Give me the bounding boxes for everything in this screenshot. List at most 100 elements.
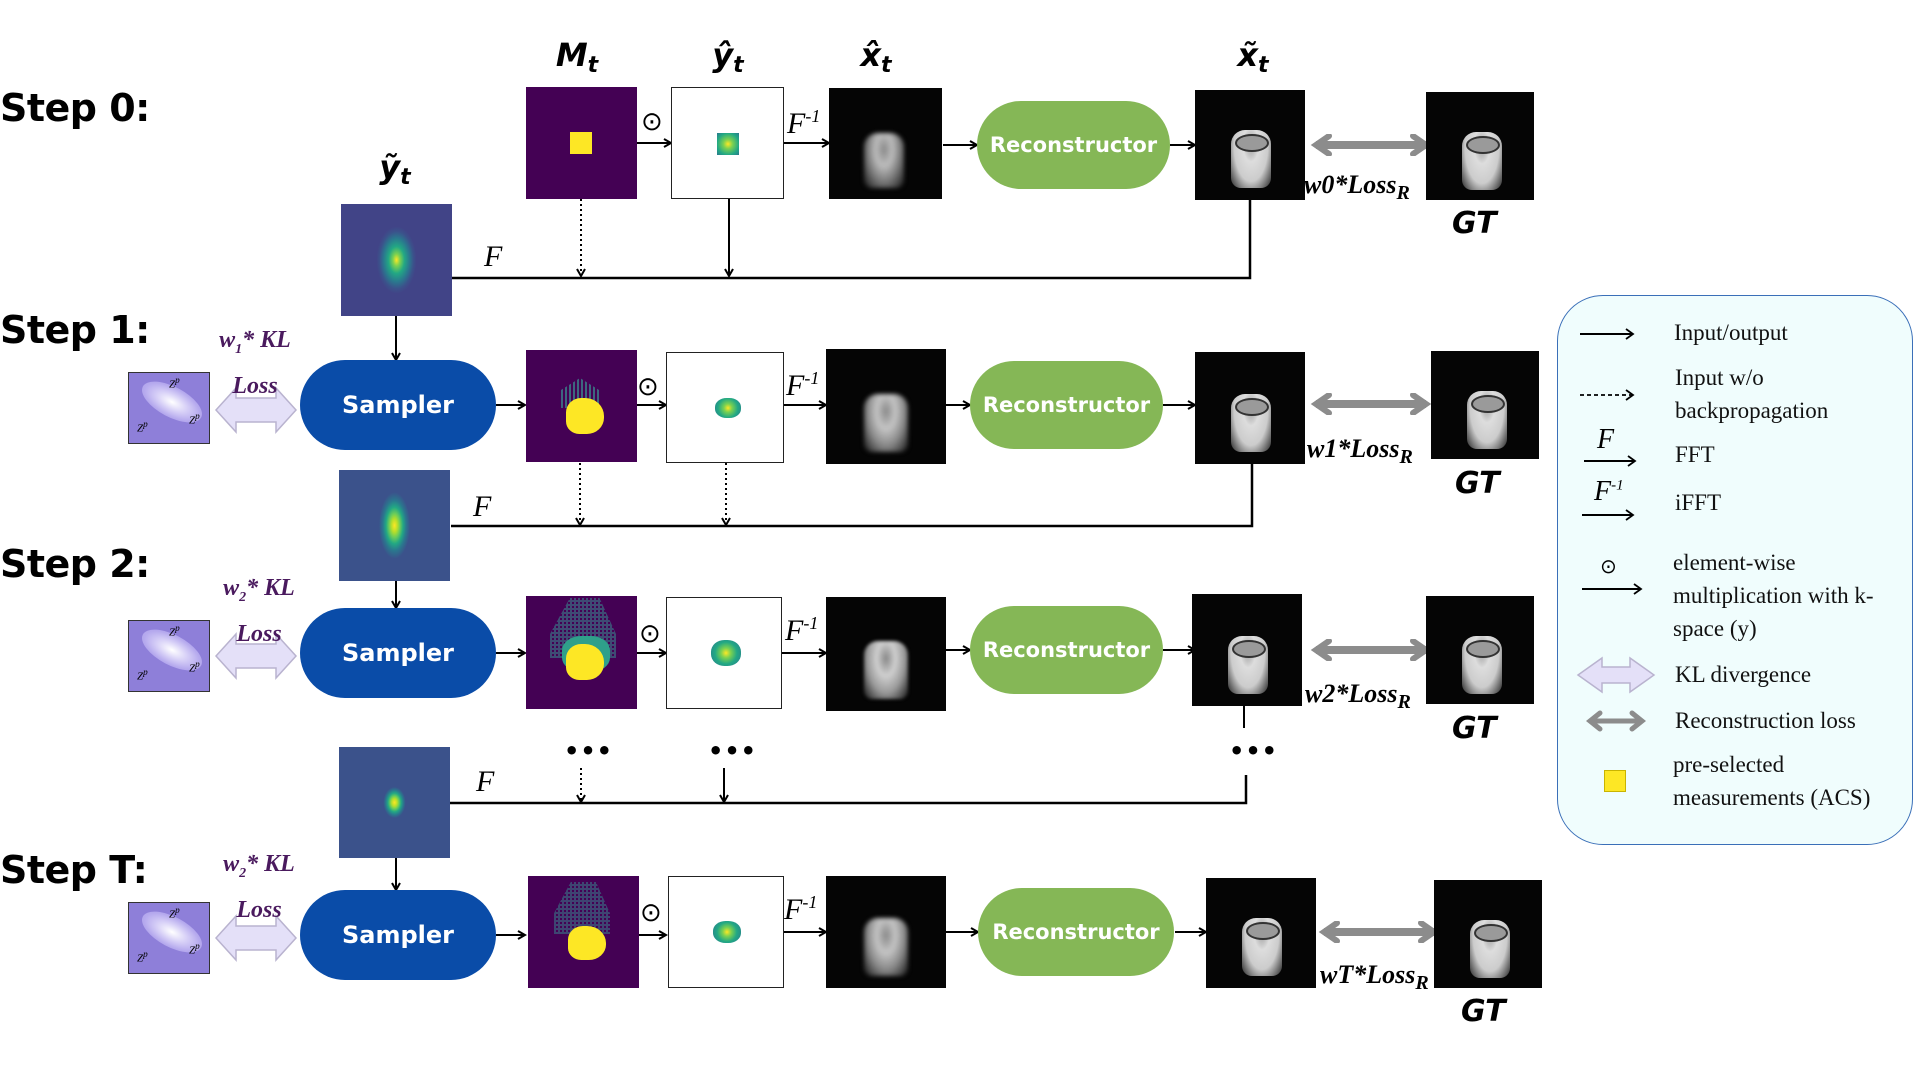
reconstructed-image-stepT (1206, 878, 1316, 988)
zero-filled-image-stepT (826, 876, 946, 988)
legend-item-input-output: Input/output (1674, 320, 1788, 345)
latent-prior-T: Zp Zp Zp (128, 902, 210, 974)
z-label-left: Zp (137, 667, 148, 683)
ellipsis-mask-column: ••• (564, 737, 614, 765)
odot-operator: ⊙ (640, 898, 662, 928)
legend-panel: Input/output Input w/o backpropagation F… (1557, 295, 1913, 845)
ifft-operator: F-1 (785, 613, 819, 647)
odot-operator: ⊙ (637, 372, 659, 402)
mask-image-step0 (526, 87, 637, 199)
gt-label-1: GT (1455, 466, 1500, 501)
y-tilde-subscript: t (400, 165, 411, 190)
ellipsis-kspace-column: ••• (708, 737, 758, 765)
z-label-left: Zp (137, 949, 148, 965)
mask-image-step1 (526, 350, 637, 462)
zero-filled-image-step0 (829, 88, 942, 199)
z-label-left: Zp (137, 419, 148, 435)
odot-operator: ⊙ (639, 619, 661, 649)
acs-square (570, 132, 592, 154)
reconstructed-image-step0 (1195, 90, 1305, 200)
y-hat-header: ŷt (678, 36, 778, 78)
x-tilde-header: x̃t (1203, 36, 1303, 78)
masked-kspace-step1 (666, 352, 784, 463)
step-T-label: Step T: (0, 848, 148, 892)
full-kspace-estimate-T (339, 747, 450, 858)
masked-kspace-step2 (666, 597, 782, 709)
fft-arrow-icon: F (1582, 424, 1642, 474)
ground-truth-image-step2 (1426, 596, 1534, 704)
z-label-right: Zp (189, 659, 200, 675)
legend-item-ifft: iFFT (1675, 490, 1722, 515)
reconstructor-block-stepT: Reconstructor (978, 888, 1174, 976)
full-kspace-estimate-1 (341, 204, 452, 316)
legend-item-no-backprop: Input w/o backpropagation (1675, 365, 1829, 423)
recon-loss-label-T: wT*LossR (1320, 960, 1429, 995)
legend-item-kl: KL divergence (1675, 662, 1812, 687)
ifft-operator: F-1 (784, 892, 818, 926)
ifft-arrow-icon: F-1 (1580, 476, 1640, 526)
ground-truth-image-stepT (1434, 880, 1542, 988)
fft-operator-1: F (484, 240, 503, 273)
masked-kspace-step0 (671, 87, 784, 199)
step-2-label: Step 2: (0, 542, 150, 586)
legend-item-fft: FFT (1675, 442, 1715, 467)
z-label-right: Zp (189, 411, 200, 427)
ifft-operator: F-1 (787, 106, 821, 140)
reconstructed-image-step2 (1192, 594, 1302, 706)
gt-label-2: GT (1452, 711, 1497, 746)
y-tilde-symbol: ỹ (379, 148, 401, 186)
reconstructor-block-step1: Reconstructor (970, 361, 1163, 449)
zero-filled-image-step2 (826, 597, 946, 711)
z2-label: Zp (169, 623, 180, 639)
y-hat-symbol: ŷ (712, 36, 734, 74)
kspace-center-patch (717, 133, 739, 155)
odot-operator: ⊙ (641, 107, 663, 137)
dashed-arrow-icon (1580, 389, 1635, 401)
gt-label-0: GT (1452, 206, 1497, 241)
y-tilde-header: ỹt (345, 148, 445, 190)
fft-operator-2: F (473, 490, 492, 523)
z-label-right: Zp (189, 941, 200, 957)
mask-subscript: t (587, 53, 599, 78)
mask-symbol: M (555, 36, 588, 74)
kl-double-arrow-icon (1576, 656, 1656, 694)
x-tilde-subscript: t (1258, 53, 1269, 78)
step-1-label: Step 1: (0, 308, 150, 352)
recon-double-arrow-icon (1586, 710, 1646, 732)
solid-arrow-icon (1580, 328, 1635, 340)
ifft-operator: F-1 (786, 368, 820, 402)
step-0-label: Step 0: (0, 86, 150, 130)
x-hat-subscript: t (881, 53, 892, 78)
x-tilde-symbol: x̃ (1237, 36, 1259, 74)
mask-image-stepT (528, 876, 639, 988)
legend-item-recon-loss: Reconstruction loss (1675, 708, 1856, 733)
gt-label-T: GT (1461, 994, 1506, 1029)
x-hat-header: x̂t (826, 36, 926, 78)
odot-arrow-icon: ⊙ (1580, 554, 1646, 604)
x-hat-symbol: x̂ (860, 36, 882, 74)
ellipsis-recon-column: ••• (1229, 737, 1279, 765)
z2-label: Zp (169, 905, 180, 921)
mask-image-step2 (526, 596, 637, 709)
reconstructed-image-step1 (1195, 352, 1305, 464)
zero-filled-image-step1 (826, 349, 946, 464)
yellow-square-icon (1604, 770, 1626, 792)
ground-truth-image-step0 (1426, 92, 1534, 200)
recon-loss-label-0: w0*LossR (1304, 170, 1410, 205)
recon-loss-label-2: w2*LossR (1305, 679, 1411, 714)
legend-item-elementwise: element-wise multiplication with k-space… (1673, 550, 1874, 641)
ground-truth-image-step1 (1431, 351, 1539, 459)
sampler-block-2: Sampler (300, 608, 496, 698)
recon-loss-label-1: w1*LossR (1307, 434, 1413, 469)
latent-prior-2: Zp Zp Zp (128, 620, 210, 692)
reconstructor-block-step0: Reconstructor (977, 101, 1170, 189)
legend-item-acs: pre-selected measurements (ACS) (1673, 752, 1871, 810)
mask-header: Mt (527, 36, 627, 78)
full-kspace-estimate-2 (339, 470, 450, 581)
sampler-block-T: Sampler (300, 890, 496, 980)
z2-label: Zp (169, 375, 180, 391)
y-hat-subscript: t (733, 53, 744, 78)
